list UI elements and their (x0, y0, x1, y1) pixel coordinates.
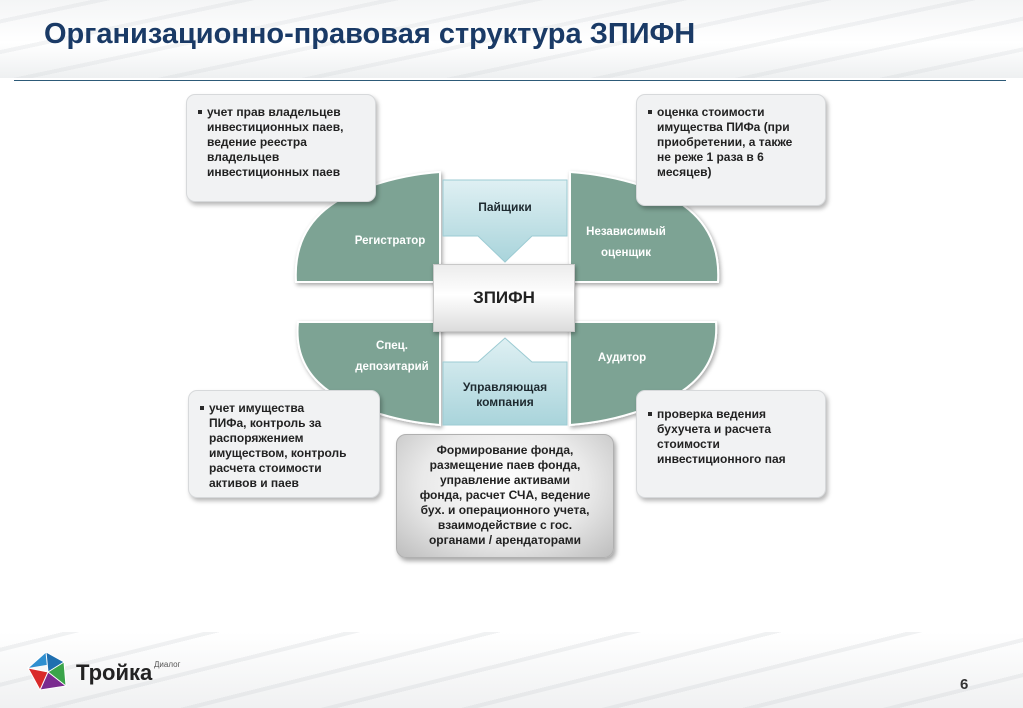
duty-line: фонда, расчет СЧА, ведение (419, 488, 591, 502)
duty-line: управление активами (440, 473, 570, 487)
note-line: владельцев (207, 150, 280, 164)
brand-name: Тройка (76, 660, 153, 685)
header-band (0, 0, 1023, 78)
note-line: ПИФа, контроль за (209, 416, 322, 430)
registrar-label-text: Регистратор (354, 235, 426, 247)
bullet-icon (648, 110, 652, 114)
auditor-label: Аудитор (576, 348, 668, 369)
note-line: ведение реестра (207, 135, 307, 149)
note-line: имуществом, контроль (209, 446, 347, 460)
bullet-icon (198, 110, 202, 114)
depositary-label-line2: депозитарий (355, 361, 429, 373)
note-line: оценка стоимости (657, 105, 765, 119)
appraiser-label: Независимый оценщик (574, 222, 678, 264)
footer-stripe (0, 632, 1023, 708)
appraiser-label-line2: оценщик (601, 247, 651, 259)
management-line2: компания (476, 395, 534, 409)
duty-line: Формирование фонда, (436, 443, 574, 457)
bullet-icon (200, 406, 204, 410)
appraiser-note: оценка стоимости имущества ПИФа (при при… (636, 94, 826, 206)
footer-band (0, 632, 1023, 708)
appraiser-label-line1: Независимый (586, 226, 666, 238)
management-line1: Управляющая (462, 380, 548, 394)
duty-line: органами / арендаторами (428, 533, 582, 547)
note-line: стоимости (657, 437, 720, 451)
note-line: активов и паев (209, 476, 299, 490)
note-line: расчета стоимости (209, 461, 322, 475)
auditor-label-text: Аудитор (597, 352, 647, 364)
note-line: не реже 1 раза в 6 (657, 150, 764, 164)
zpifn-center-box: ЗПИФН (433, 264, 575, 332)
depositary-label: Спец. депозитарий (340, 336, 444, 378)
note-line: приобретении, а также (657, 135, 793, 149)
header-stripe (0, 0, 1023, 78)
note-line: распоряжением (209, 431, 304, 445)
auditor-note: проверка ведения бухучета и расчета стои… (636, 390, 826, 498)
management-duties-box: Формирование фонда, размещение паев фонд… (396, 434, 614, 558)
note-line: имущества ПИФа (при (657, 120, 790, 134)
shareholders-tab: Пайщики (443, 180, 567, 236)
registrar-label: Регистратор (342, 231, 438, 252)
duty-line: взаимодействие с гос. (437, 518, 573, 532)
management-arrow (442, 337, 568, 426)
duty-line: бух. и операционного учета, (420, 503, 590, 517)
shareholders-arrow (442, 179, 568, 263)
duty-line: размещение паев фонда, (429, 458, 581, 472)
registrar-note: учет прав владельцев инвестиционных паев… (186, 94, 376, 202)
depositary-note: учет имущества ПИФа, контроль за распоря… (188, 390, 380, 498)
note-line: учет имущества (209, 401, 305, 415)
bullet-icon (648, 412, 652, 416)
note-line: бухучета и расчета (657, 422, 772, 436)
note-line: инвестиционного пая (657, 452, 786, 466)
brand-sub: Диалог (154, 660, 181, 669)
note-line: учет прав владельцев (207, 105, 341, 119)
note-line: проверка ведения (657, 407, 766, 421)
note-line: инвестиционных паев, (207, 120, 344, 134)
management-tab: Управляющая компания (443, 362, 567, 425)
title-divider (14, 80, 1006, 81)
page-title: Организационно-правовая структура ЗПИФН (44, 18, 696, 50)
depositary-label-line1: Спец. (376, 340, 408, 352)
note-line: инвестиционных паев (207, 165, 341, 179)
zpifn-center-text: ЗПИФН (473, 288, 535, 307)
page-number: 6 (960, 676, 969, 693)
note-line: месяцев) (657, 165, 712, 179)
shareholders-text: Пайщики (478, 200, 532, 214)
troika-logo-icon (27, 651, 67, 691)
